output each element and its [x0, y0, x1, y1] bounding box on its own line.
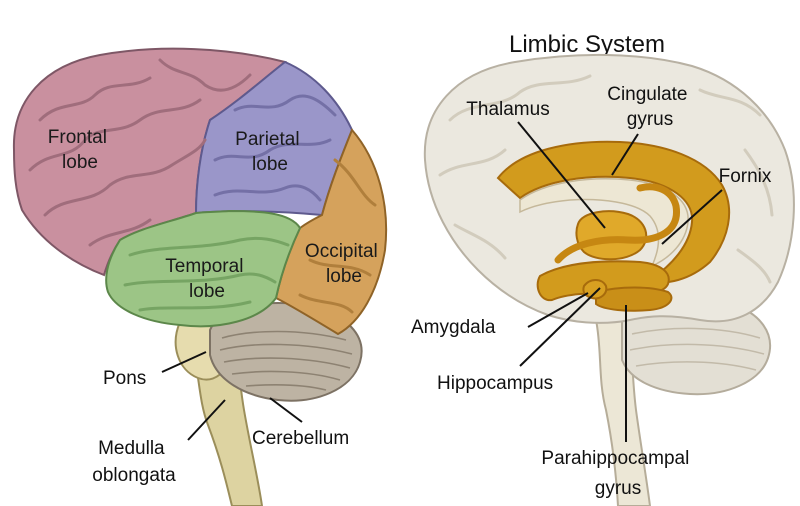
amygdala-shape	[582, 279, 608, 300]
cerebellum-folia	[219, 330, 353, 391]
cingulate-gyrus-label-line2: gyrus	[627, 109, 673, 130]
ghost-gyri	[438, 74, 774, 284]
amygdala-label: Amygdala	[411, 317, 496, 338]
fornix-label: Fornix	[719, 166, 772, 187]
occipital-lobe-region	[274, 128, 388, 336]
fornix-leader-line	[661, 189, 723, 245]
thalamus-shape	[575, 210, 648, 261]
occipital-gyri	[298, 158, 377, 314]
frontal-gyri	[28, 58, 252, 247]
medulla-leader-line	[187, 399, 226, 441]
cingulate-gyrus-label-line1: Cingulate	[607, 84, 687, 105]
parietal-lobe-label: Parietal lobe	[235, 129, 305, 175]
cerebellum-label: Cerebellum	[252, 428, 349, 449]
cingulate-gyrus-label: Cingulate gyrus	[607, 84, 693, 130]
amygdala-leader-line	[527, 292, 589, 328]
temporal-lobe-label: Temporal lobe	[165, 256, 248, 302]
thalamus-leader-line	[517, 121, 606, 229]
brain-limbic-illustration	[423, 53, 795, 506]
pons-label: Pons	[103, 368, 146, 389]
occipital-lobe-label: Occipital lobe	[305, 241, 383, 287]
cingulate-gyrus-shape	[496, 140, 731, 284]
cerebellum-leader-line	[269, 397, 303, 423]
frontal-lobe-label-line2: lobe	[62, 152, 98, 173]
limbic-system-title: Limbic System	[509, 31, 665, 58]
thalamus-label: Thalamus	[466, 99, 549, 120]
medulla-label-line2: oblongata	[92, 465, 176, 486]
medulla-label-line1: Medulla	[98, 438, 165, 459]
occipital-lobe-label-line2: lobe	[326, 266, 362, 287]
parietal-gyri	[213, 94, 337, 202]
medulla-label: Medulla oblongata	[92, 438, 176, 486]
parahippocampal-gyrus-label-line2: gyrus	[595, 478, 641, 499]
parietal-lobe-label-line1: Parietal	[235, 129, 299, 150]
pons-leader-line	[161, 351, 207, 373]
occipital-lobe-label-line1: Occipital	[305, 241, 378, 262]
hippocampus-label: Hippocampus	[437, 373, 553, 394]
cingulate-gyrus-leader-line	[611, 133, 639, 176]
parahippocampal-shape	[595, 286, 673, 312]
brain-lateral-illustration	[12, 47, 388, 506]
frontal-lobe-label: Frontal lobe	[48, 127, 112, 173]
parietal-lobe-label-line2: lobe	[252, 154, 288, 175]
temporal-lobe-label-line1: Temporal	[165, 256, 243, 277]
ghost-cerebellum-folia	[629, 327, 765, 371]
hippocampus-leader-line	[519, 287, 601, 367]
frontal-lobe-label-line1: Frontal	[48, 127, 107, 148]
parahippocampal-gyrus-label-line1: Parahippocampal	[541, 448, 689, 469]
temporal-gyri	[123, 236, 290, 312]
temporal-lobe-label-line2: lobe	[189, 281, 225, 302]
fornix-shape	[554, 183, 680, 264]
parahippocampal-gyrus-label: Parahippocampal gyrus	[541, 448, 694, 499]
